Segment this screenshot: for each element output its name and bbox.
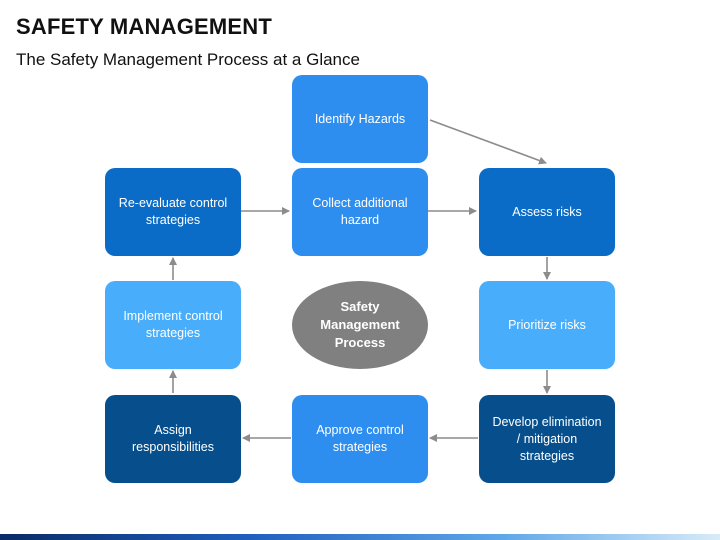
arrow-identify-to-assess	[429, 119, 547, 165]
node-label: Prioritize risks	[508, 317, 586, 332]
center-ellipse: Safety Management Process	[292, 281, 428, 369]
node-approve-control-strategies: Approve control strategies	[292, 395, 428, 483]
node-re-evaluate-control-strategies: Re-evaluate control strategies	[105, 168, 241, 256]
node-assess-risks: Assess risks	[479, 168, 615, 256]
node-label: Identify Hazards	[314, 111, 406, 126]
footer-gradient-bar	[0, 534, 720, 540]
node-assign-responsibilities: Assign responsibilities	[105, 395, 241, 483]
page-subtitle: The Safety Management Process at a Glanc…	[16, 50, 360, 69]
node-label: Collect additional hazard	[312, 196, 408, 227]
node-implement-control-strategies: Implement control strategies	[105, 281, 241, 369]
node-label: Assess risks	[512, 204, 582, 219]
center-label: Safety Management Process	[320, 299, 400, 350]
node-label: Develop elimination / mitigation strateg…	[492, 414, 602, 463]
node-label: Approve control strategies	[316, 423, 404, 454]
node-prioritize-risks: Prioritize risks	[479, 281, 615, 369]
node-identify-hazards: Identify Hazards	[292, 75, 428, 163]
node-label: Implement control strategies	[123, 309, 223, 340]
node-develop-elimination-mitigation-strategies: Develop elimination / mitigation strateg…	[479, 395, 615, 483]
node-label: Assign responsibilities	[132, 423, 214, 454]
node-collect-additional-hazard: Collect additional hazard	[292, 168, 428, 256]
node-label: Re-evaluate control strategies	[118, 196, 228, 227]
page-title: SAFETY MANAGEMENT	[16, 14, 273, 39]
